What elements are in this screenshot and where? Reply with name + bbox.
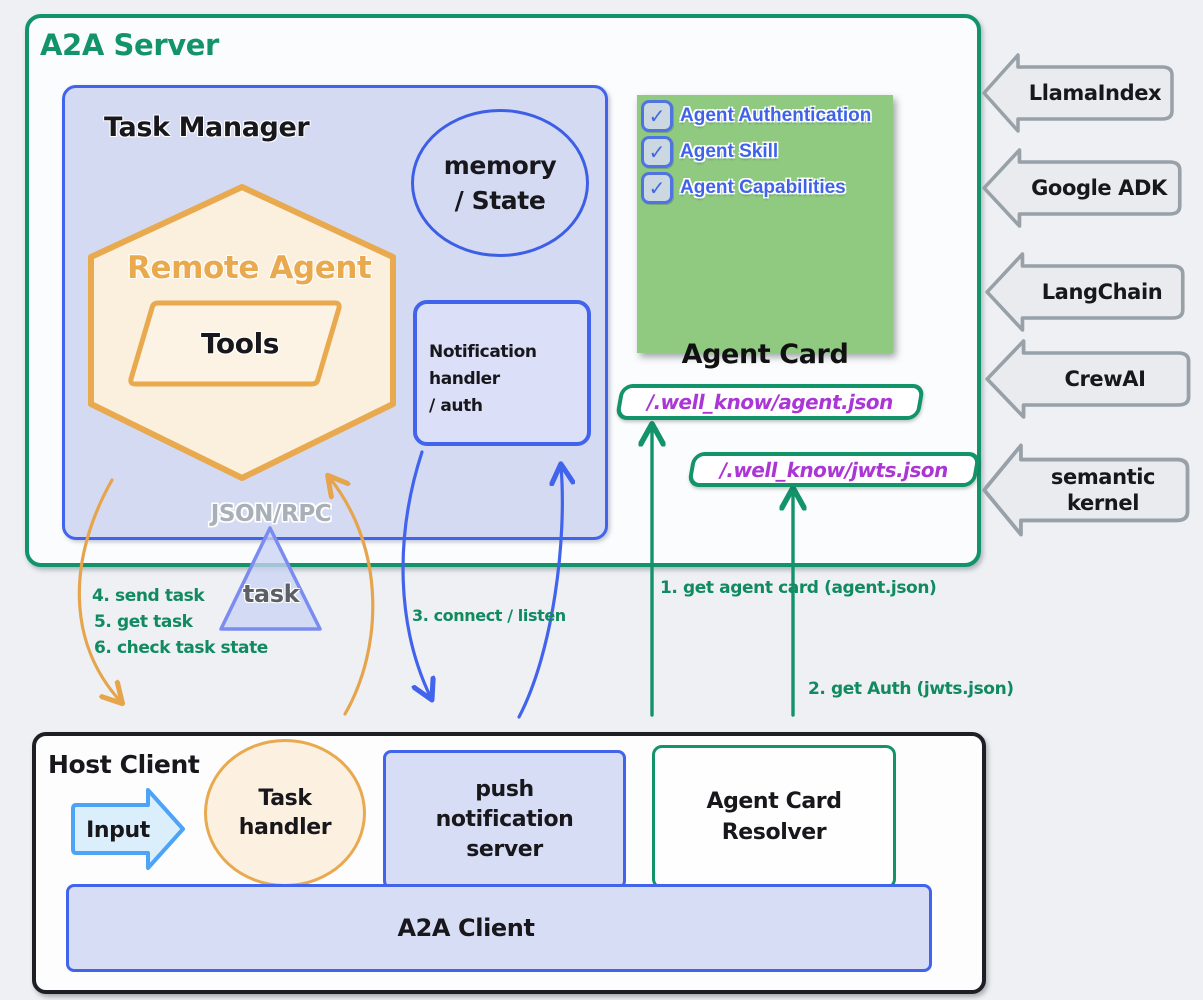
agent-card-item-capabilities: ✓ Agent Capabilities [641,172,846,204]
a2a-client-label: A2A Client [397,914,535,942]
checkbox-checked-icon[interactable]: ✓ [641,172,673,204]
framework-label: LlamaIndex [1028,81,1162,105]
notification-handler-line2: handler [429,369,500,389]
flow-get-agent-card-label: 1. get agent card (agent.json) [660,578,937,598]
framework-label: CrewAI [1064,367,1146,391]
input-arrow-shape [71,788,185,870]
agent-card-item-skill: ✓ Agent Skill [641,136,779,168]
endpoint-label: /.well_know/jwts.json [717,457,951,482]
memory-state-ellipse: memory / State [411,109,589,257]
left-arrow-shape [982,443,1190,537]
resolver-line1: Agent Card [706,789,842,814]
memory-state-label-line2: / State [454,186,546,215]
notification-handler-line1: Notification [429,342,537,362]
agent-card-item-label: Agent Capabilities [680,177,846,198]
task-handler-circle: Task handler [204,739,366,887]
input-label: Input [86,817,150,843]
a2a-client-box: A2A Client [66,884,932,972]
push-line1: push [475,776,534,802]
notification-handler-box: Notification handler / auth [413,300,591,446]
framework-arrow-crewai: CrewAI [985,337,1195,421]
checkbox-checked-icon[interactable]: ✓ [641,136,673,168]
agent-card-panel: ✓ Agent Authentication ✓ Agent Skill ✓ A… [637,95,893,370]
task-handler-line1: Task [258,786,312,811]
flow-step-5-label: 5. get task [94,612,193,632]
tools-label: Tools [200,327,280,360]
endpoint-label: /.well_know/agent.json [644,390,896,414]
framework-arrow-google-adk: Google ADK [982,146,1186,230]
framework-label: semantic kernel [1050,465,1156,515]
task-handler-line2: handler [238,815,332,840]
left-arrow-shape [985,252,1185,332]
push-notification-server-box: push notification server [383,750,626,889]
notification-handler-line3: / auth [429,396,483,416]
push-line3: server [466,836,543,862]
resolver-line2: Resolver [721,820,827,845]
framework-arrow-llamaindex: LlamaIndex [982,51,1178,135]
remote-agent-label: Remote Agent [127,250,372,286]
flow-get-auth-label: 2. get Auth (jwts.json) [808,679,1014,699]
framework-arrow-semantic-kernel: semantic kernel [982,440,1194,540]
agent-card-item-label: Agent Skill [680,141,779,162]
host-client-title: Host Client [48,750,200,779]
memory-state-label-line1: memory [443,151,557,180]
left-arrow-shape [982,53,1174,133]
checkmark-icon: ✓ [648,140,666,164]
agent-card-item-label: Agent Authentication [680,105,872,126]
endpoint-badge-jwts-json: /.well_know/jwts.json [686,452,982,487]
flow-step-6-label: 6. check task state [94,638,268,658]
framework-label: Google ADK [1031,176,1167,200]
agent-card-title: Agent Card [681,339,849,370]
task-manager-title: Task Manager [104,112,310,143]
agent-card-resolver-box: Agent Card Resolver [652,745,896,889]
json-rpc-label: JSON/RPC [210,501,332,527]
flow-connect-listen-label: 3. connect / listen [412,606,566,625]
framework-label: LangChain [1041,280,1163,304]
checkmark-icon: ✓ [648,104,666,128]
push-line2: notification [435,806,574,832]
checkbox-checked-icon[interactable]: ✓ [641,100,673,132]
endpoint-badge-agent-json: /.well_know/agent.json [614,384,926,420]
checkmark-icon: ✓ [648,176,666,200]
left-arrow-shape [982,148,1182,228]
task-triangle-label: task [242,580,300,608]
a2a-server-title: A2A Server [40,28,219,62]
left-arrow-shape [985,339,1191,419]
agent-card-item-authentication: ✓ Agent Authentication [641,100,872,132]
framework-arrow-langchain: LangChain [985,250,1189,334]
flow-step-4-label: 4. send task [92,586,205,606]
